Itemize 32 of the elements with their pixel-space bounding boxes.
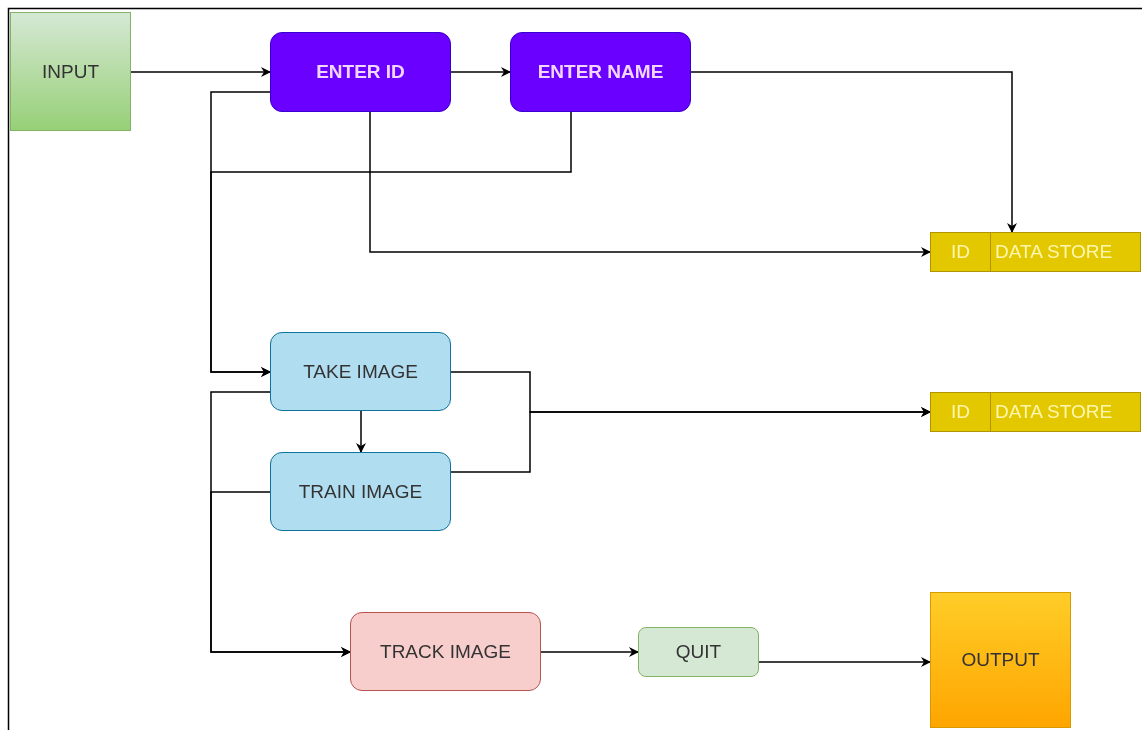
data-store	[930, 392, 1141, 432]
arrow	[540, 647, 639, 657]
output-box	[930, 592, 1071, 728]
node-label: QUIT	[675, 641, 722, 663]
node-label: ENTER NAME	[537, 61, 664, 83]
store-id-label: ID	[931, 233, 991, 271]
store-id-label: ID	[931, 393, 991, 431]
arrow	[690, 71, 1017, 233]
arrow	[450, 407, 931, 473]
arrow	[130, 67, 271, 77]
data-store	[930, 232, 1141, 272]
input-box	[10, 12, 131, 131]
process-box	[350, 612, 541, 691]
process-box	[270, 452, 451, 531]
node-label: TRAIN IMAGE	[298, 480, 423, 503]
store-name-label: DATA STORE	[994, 241, 1113, 263]
node-label: OUTPUT	[961, 649, 1040, 671]
process-box	[270, 32, 451, 112]
store-name-label: DATA STORE	[994, 401, 1113, 423]
arrow	[210, 491, 351, 657]
node-label: INPUT	[42, 60, 99, 83]
node-label: TAKE IMAGE	[303, 360, 418, 383]
node-label: TRACK IMAGE	[380, 640, 511, 663]
process-box	[638, 627, 759, 677]
arrow	[210, 111, 572, 377]
process-box	[510, 32, 691, 112]
process-box	[270, 332, 451, 411]
arrow	[758, 657, 931, 667]
arrow	[356, 410, 366, 453]
arrow	[369, 111, 931, 257]
arrow	[450, 67, 511, 77]
node-label: ENTER ID	[316, 61, 405, 83]
